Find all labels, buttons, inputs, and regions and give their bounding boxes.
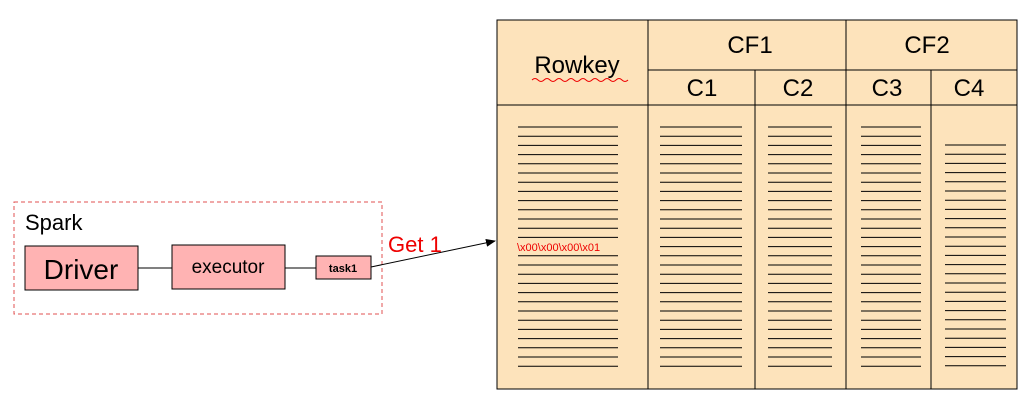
hbase-table: Rowkey CF1 CF2 C1 C2 C3 C4 \x00\x00\x00\… <box>496 19 1018 390</box>
executor-label: executor <box>192 257 266 278</box>
rowkey-header: Rowkey <box>534 52 619 79</box>
row-lines <box>518 126 1006 367</box>
c3-header: C3 <box>872 75 903 102</box>
executor-box <box>171 244 286 290</box>
driver-box <box>24 245 139 291</box>
spark-label: Spark <box>25 210 83 235</box>
get-label: Get 1 <box>388 232 442 257</box>
table-background <box>496 19 1018 390</box>
cf2-header: CF2 <box>904 32 949 59</box>
highlighted-rowkey: \x00\x00\x00\x01 <box>517 242 600 254</box>
cf1-header: CF1 <box>727 32 772 59</box>
task-label: task1 <box>329 263 357 275</box>
get-arrow <box>370 238 496 268</box>
driver-label: Driver <box>44 254 119 285</box>
rowkey-spell-underline <box>531 78 629 82</box>
spark-boundary <box>13 201 383 315</box>
c1-header: C1 <box>687 75 718 102</box>
task-box <box>315 255 372 280</box>
c4-header: C4 <box>954 75 985 102</box>
highlight-gap <box>515 238 635 255</box>
c2-header: C2 <box>783 75 814 102</box>
